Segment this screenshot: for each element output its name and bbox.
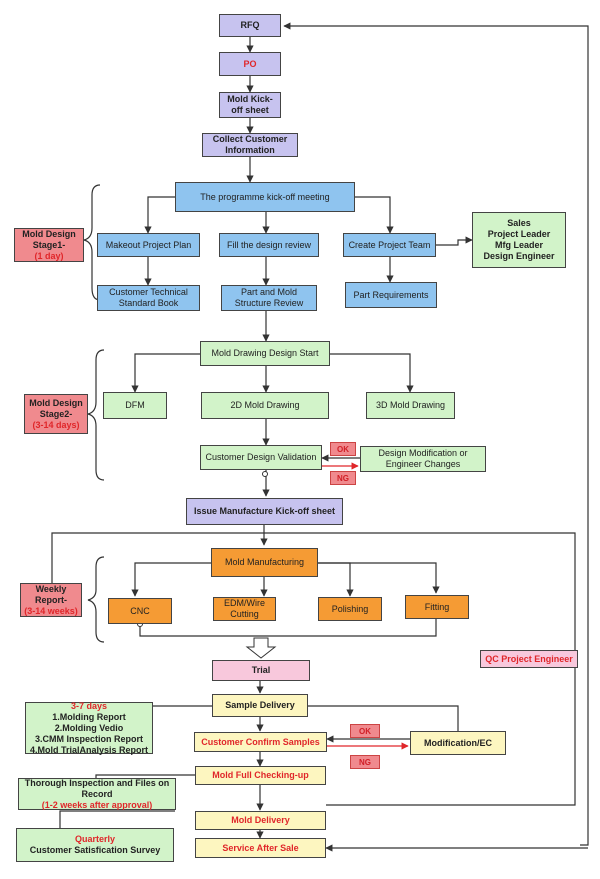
trial-report-item: 4.Mold TrialAnalysis Report	[29, 744, 149, 755]
full-checking-node: Mold Full Checking-up	[195, 766, 326, 785]
project-team-node: Create Project Team	[343, 233, 436, 257]
design-review-node: Fill the design review	[219, 233, 319, 257]
ng-tag: NG	[330, 471, 356, 485]
modification-ec-node: Modification/EC	[410, 731, 506, 755]
trial-reports-note: 3-7 days 1.Molding Report 2.Molding Vedi…	[25, 700, 153, 755]
stage2-duration: (3-14 days)	[32, 419, 80, 430]
mold-delivery-node: Mold Delivery	[195, 811, 326, 830]
part-requirements-node: Part Requirements	[345, 282, 437, 308]
service-after-sale-node: Service After Sale	[195, 838, 326, 858]
team-member: Design Engineer	[483, 251, 555, 261]
structure-review-node: Part and Mold Structure Review	[221, 285, 317, 311]
edm-node: EDM/Wire Cutting	[213, 597, 276, 621]
sample-delivery-node: Sample Delivery	[212, 694, 308, 717]
stage2-title: Mold Design Stage2-	[29, 397, 83, 419]
programme-meeting-node: The programme kick-off meeting	[175, 182, 355, 212]
design-modification-node: Design Modification or Engineer Changes	[360, 446, 486, 472]
inspection-note: Thorough Inspection and Files on Record …	[18, 778, 176, 810]
po-node: PO	[219, 52, 281, 76]
cnc-node: CNC	[108, 598, 172, 624]
dfm-node: DFM	[103, 392, 167, 419]
drawing-2d-node: 2D Mold Drawing	[201, 392, 329, 419]
ok-tag: OK	[350, 724, 380, 738]
ok-tag: OK	[330, 442, 356, 456]
stage1-duration: (1 day)	[34, 250, 64, 261]
survey-note: Quarterly Customer Satisfication Survey	[16, 828, 174, 862]
fitting-node: Fitting	[405, 595, 469, 619]
design-validation-node: Customer Design Validation	[200, 445, 322, 470]
manufacture-kickoff-node: Issue Manufacture Kick-off sheet	[186, 498, 343, 525]
mold-manufacturing-node: Mold Manufacturing	[211, 548, 318, 577]
inspection-text: Thorough Inspection and Files on Record	[24, 777, 170, 799]
stage2-label: Mold Design Stage2- (3-14 days)	[24, 394, 88, 434]
team-member: Project Leader	[487, 229, 551, 239]
project-plan-node: Makeout Project Plan	[97, 233, 200, 257]
stage1-title: Mold Design Stage1-	[22, 228, 76, 250]
collect-customer-info-node: Collect Customer Information	[202, 133, 298, 157]
trial-report-item: 2.Molding Vedio	[54, 722, 124, 733]
ng-tag: NG	[350, 755, 380, 769]
inspection-duration: (1-2 weeks after approval)	[41, 799, 153, 810]
weekly-duration: (3-14 weeks)	[24, 605, 78, 616]
team-member: Mfg Leader	[494, 240, 543, 250]
polishing-node: Polishing	[318, 597, 382, 621]
confirm-samples-node: Customer Confirm Samples	[194, 732, 327, 752]
stage1-label: Mold Design Stage1- (1 day)	[14, 228, 84, 262]
weekly-title: Weekly Report-	[35, 583, 67, 605]
drawing-start-node: Mold Drawing Design Start	[200, 341, 330, 366]
drawing-3d-node: 3D Mold Drawing	[366, 392, 455, 419]
team-member: Sales	[507, 218, 531, 228]
trial-days: 3-7 days	[70, 700, 108, 711]
trial-report-item: 3.CMM Inspection Report	[34, 733, 143, 744]
team-members-node: Sales Project Leader Mfg Leader Design E…	[472, 212, 566, 268]
trial-node: Trial	[212, 660, 310, 681]
trial-report-item: 1.Molding Report	[52, 711, 126, 722]
quarterly-label: Quarterly	[74, 834, 116, 844]
rfq-node: RFQ	[219, 14, 281, 37]
qc-engineer-node: QC Project Engineer	[480, 650, 578, 668]
customer-standard-node: Customer Technical Standard Book	[97, 285, 200, 311]
weekly-report-label: Weekly Report- (3-14 weeks)	[20, 583, 82, 617]
mold-kickoff-sheet-node: Mold Kick-off sheet	[219, 92, 281, 118]
survey-label: Customer Satisfication Survey	[29, 845, 161, 855]
